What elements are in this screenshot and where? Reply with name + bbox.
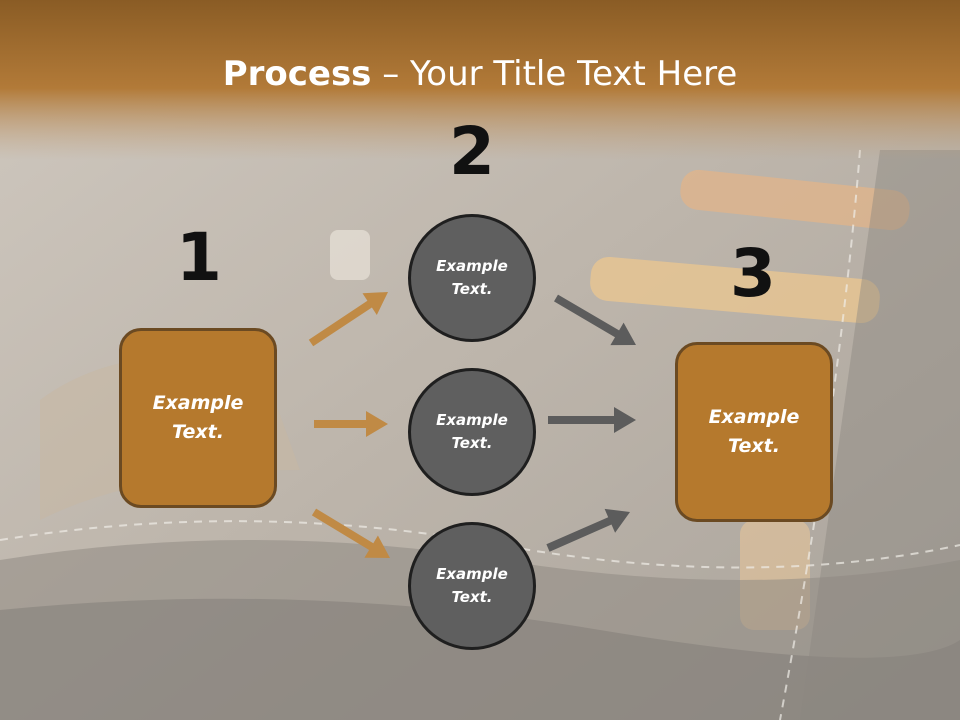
page-title: Process – Your Title Text Here: [0, 52, 960, 96]
step-2-circle-bottom: Example Text.: [408, 522, 536, 650]
step-number-2: 2: [449, 113, 495, 190]
step-3-box: Example Text.: [675, 342, 833, 522]
step-3-label: Example Text.: [708, 406, 800, 457]
step-1-box: Example Text.: [119, 328, 277, 508]
step-number-3: 3: [730, 235, 776, 312]
title-bold: Process: [222, 54, 372, 94]
step-number-1: 1: [176, 219, 222, 296]
arrow-1-to-top: [308, 292, 388, 347]
step-2-circle-middle: Example Text.: [408, 368, 536, 496]
arrow-bottom-to-3: [546, 508, 630, 552]
step-2-label-bottom: Example Text.: [436, 565, 508, 606]
arrow-1-to-bottom: [311, 508, 390, 558]
arrow-1-to-middle: [314, 411, 388, 437]
step-2-circle-top: Example Text.: [408, 214, 536, 342]
arrow-top-to-3: [554, 294, 636, 346]
arrow-middle-to-3: [548, 407, 636, 433]
step-2-label-top: Example Text.: [436, 257, 508, 298]
title-rest: – Your Title Text Here: [371, 54, 738, 94]
step-1-label: Example Text.: [152, 392, 244, 443]
step-2-label-middle: Example Text.: [436, 411, 508, 452]
